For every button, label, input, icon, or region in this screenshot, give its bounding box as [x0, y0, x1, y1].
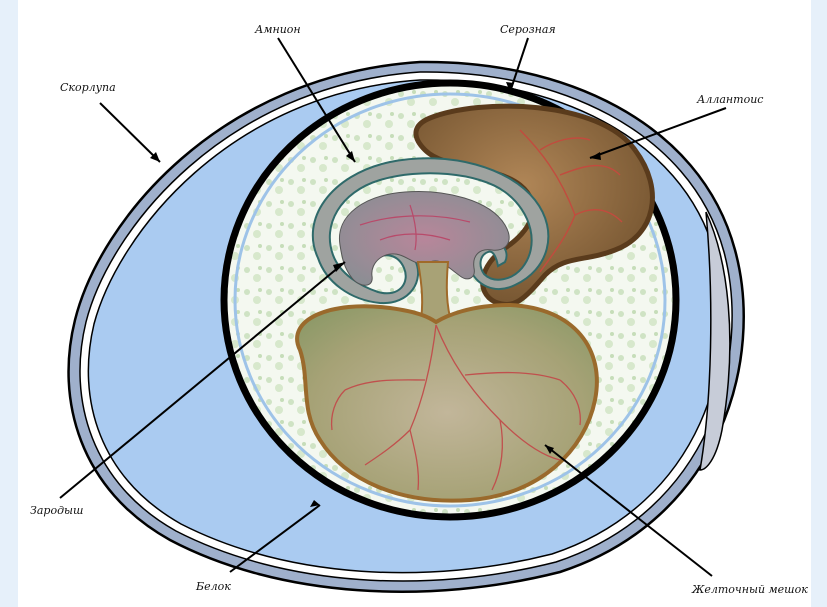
label-embryo: Зародыш: [30, 504, 83, 517]
label-yolk-sac: Желточный мешок: [691, 583, 808, 596]
label-serosa: Серозная: [500, 23, 556, 36]
label-albumen: Белок: [195, 580, 231, 593]
label-amnion: Амнион: [254, 23, 301, 36]
label-shell: Скорлупа: [60, 81, 116, 94]
label-allantois: Аллантоис: [696, 93, 763, 106]
leader-shell: [100, 103, 160, 162]
